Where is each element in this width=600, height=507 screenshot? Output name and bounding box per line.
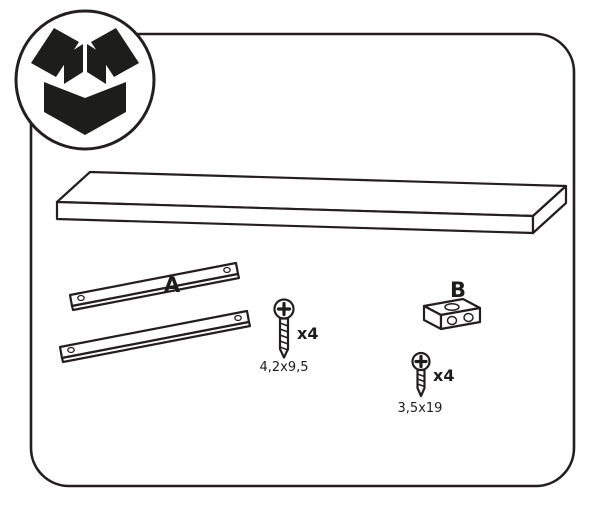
rail-2-hole-right — [234, 314, 242, 322]
rail-2 — [58, 309, 252, 364]
rail-2-top-face — [58, 309, 251, 360]
bracket-label: B — [450, 278, 466, 302]
box-outer-flap-right — [91, 28, 139, 77]
rails-label: A — [164, 273, 181, 297]
bracket-front-hole-right — [463, 312, 474, 323]
rail-1-top-face — [68, 261, 240, 308]
screw-b-phillips-icon — [414, 354, 428, 369]
content-frame — [29, 32, 576, 488]
shelf-end-face — [531, 184, 568, 235]
rail-2-edge — [60, 320, 252, 364]
screw-a-quantity: x4 — [297, 324, 318, 343]
box-inner-flap-right — [87, 44, 106, 84]
screw-b-quantity: x4 — [433, 366, 454, 385]
screw-a: x4 4,2x9,5 — [259, 298, 318, 375]
box-inner-flap-left — [64, 44, 83, 84]
screw-b-threads — [416, 373, 426, 388]
screw-b-size-label: 3,5x19 — [398, 401, 443, 416]
screw-a-phillips-icon — [276, 301, 292, 317]
package-badge — [14, 9, 156, 151]
screw-a-size-label: 4,2x9,5 — [259, 360, 308, 375]
shelf-board — [55, 170, 568, 235]
bracket-front-hole-left — [446, 315, 458, 326]
rail-2-hole-left — [67, 346, 75, 354]
bracket-part-b: B — [422, 278, 482, 331]
rail-1 — [68, 261, 241, 312]
rail-1-edge — [70, 272, 241, 312]
rails-part-a: A — [58, 261, 252, 364]
bracket-top-hole — [444, 303, 460, 311]
rail-1-hole-left — [77, 294, 85, 302]
screw-a-threads — [279, 322, 289, 351]
box-body — [44, 82, 126, 135]
open-box-icon — [31, 28, 139, 135]
screw-b: x4 3,5x19 — [398, 351, 454, 416]
box-outer-flap-left — [31, 28, 79, 77]
rail-1-hole-right — [223, 266, 231, 274]
